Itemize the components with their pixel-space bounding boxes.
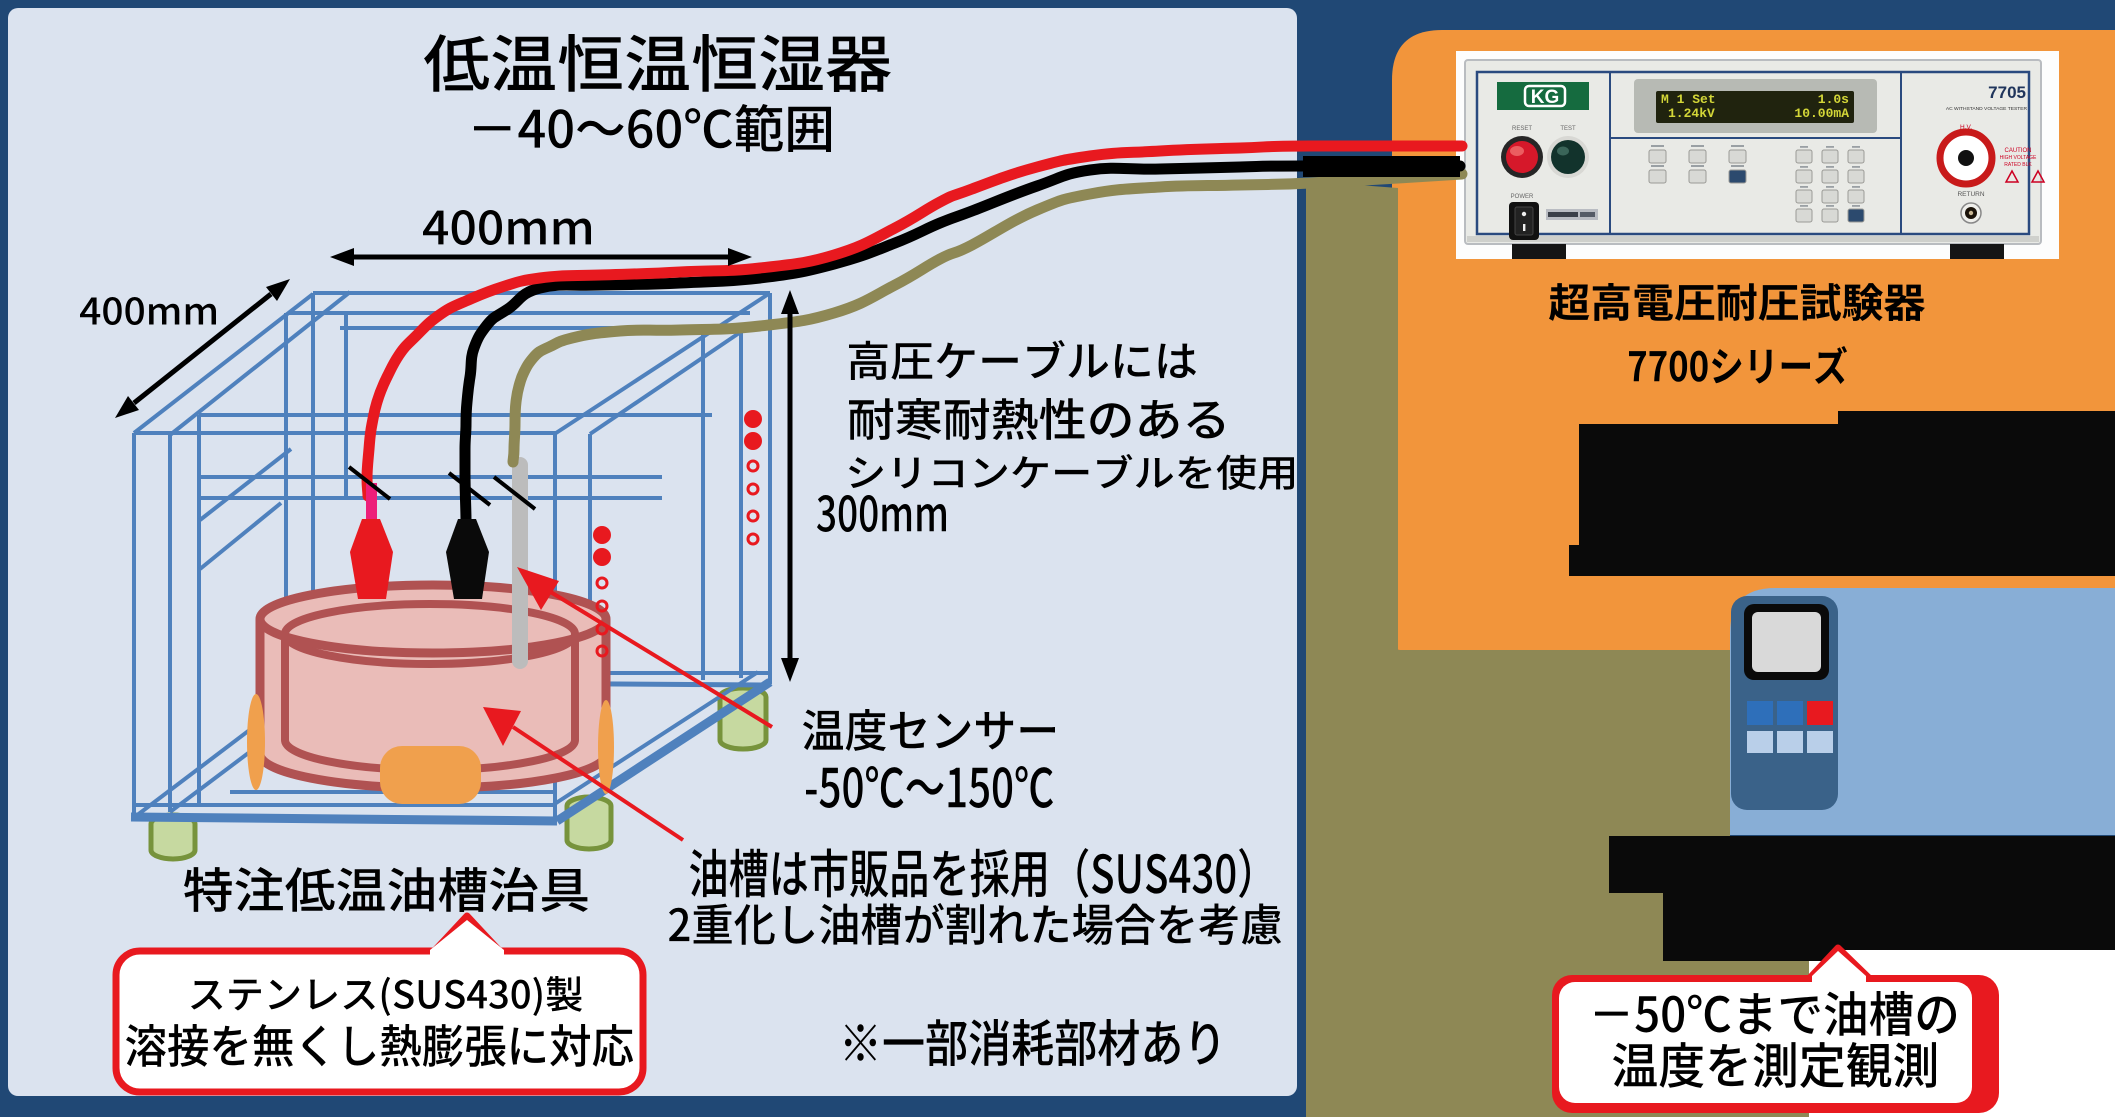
svg-text:1.0s: 1.0s xyxy=(1818,92,1849,107)
svg-text:1.24kV: 1.24kV xyxy=(1668,106,1715,121)
svg-text:RETURN: RETURN xyxy=(1957,191,1984,198)
svg-text:7705: 7705 xyxy=(1988,83,2026,102)
svg-text:POWER: POWER xyxy=(1511,194,1534,200)
svg-text:M 1 Set: M 1 Set xyxy=(1661,92,1716,107)
svg-text:TEST: TEST xyxy=(1560,126,1576,132)
svg-text:RATED BLK: RATED BLK xyxy=(2004,162,2032,168)
svg-text:10.00mA: 10.00mA xyxy=(1794,106,1849,121)
svg-text:HIGH VOLTAGE: HIGH VOLTAGE xyxy=(2000,155,2037,161)
svg-text:CAUTION: CAUTION xyxy=(2005,148,2032,154)
svg-text:RESET: RESET xyxy=(1512,126,1532,132)
svg-text:KG: KG xyxy=(1531,87,1560,108)
svg-text:H.V.: H.V. xyxy=(1960,124,1972,131)
svg-text:AC WITHSTAND VOLTAGE TESTER: AC WITHSTAND VOLTAGE TESTER xyxy=(1946,106,2028,112)
